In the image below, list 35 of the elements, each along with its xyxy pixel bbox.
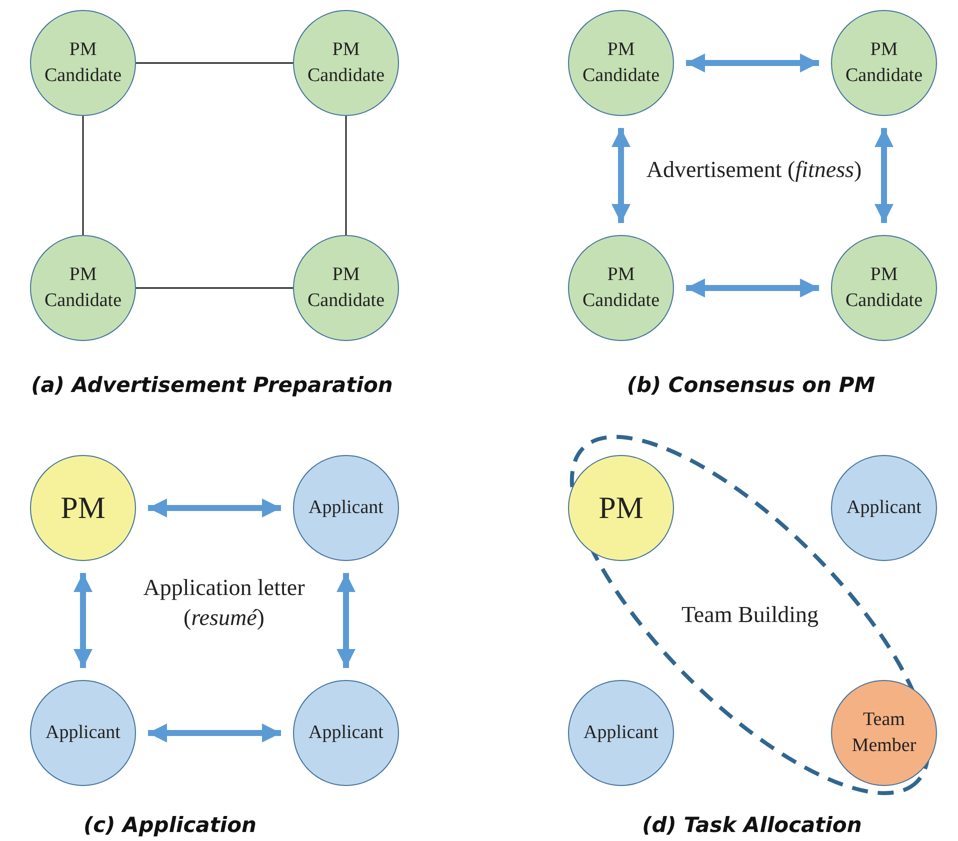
circle-node: PM (30, 455, 136, 561)
circle-node: Applicant (293, 680, 399, 786)
circle-node: PM Candidate (831, 10, 937, 116)
panel-caption: (a) Advertisement Preparation (30, 373, 394, 397)
circle-node: PM Candidate (568, 10, 674, 116)
circle-node: Team Member (831, 680, 937, 786)
circle-node: PM Candidate (293, 235, 399, 341)
panel-caption: (d) Task Allocation (641, 813, 863, 837)
double-arrow (148, 498, 281, 518)
center-text: Advertisement (fitness) (645, 156, 863, 184)
circle-node: PM Candidate (568, 235, 674, 341)
circle-node: PM Candidate (30, 10, 136, 116)
circle-node: PM Candidate (30, 235, 136, 341)
double-arrow (336, 573, 356, 668)
double-arrow (611, 128, 631, 223)
circle-node: PM Candidate (831, 235, 937, 341)
circle-node: PM (568, 455, 674, 561)
connector-line (136, 62, 293, 64)
double-arrow (148, 723, 281, 743)
double-arrow (73, 573, 93, 668)
circle-node: Applicant (293, 455, 399, 561)
double-arrow (686, 278, 819, 298)
center-text: Application letter (resumé) (142, 574, 306, 632)
double-arrow (874, 128, 894, 223)
circle-node: Applicant (568, 680, 674, 786)
connector-line (82, 116, 84, 235)
circle-node: Applicant (30, 680, 136, 786)
connector-line (345, 116, 347, 235)
circle-node: PM Candidate (293, 10, 399, 116)
group-label: Team Building (682, 602, 818, 628)
double-arrow (686, 53, 819, 73)
connector-line (136, 287, 293, 289)
panel-caption: (c) Application (82, 813, 258, 837)
circle-node: Applicant (831, 455, 937, 561)
panel-caption: (b) Consensus on PM (626, 373, 876, 397)
